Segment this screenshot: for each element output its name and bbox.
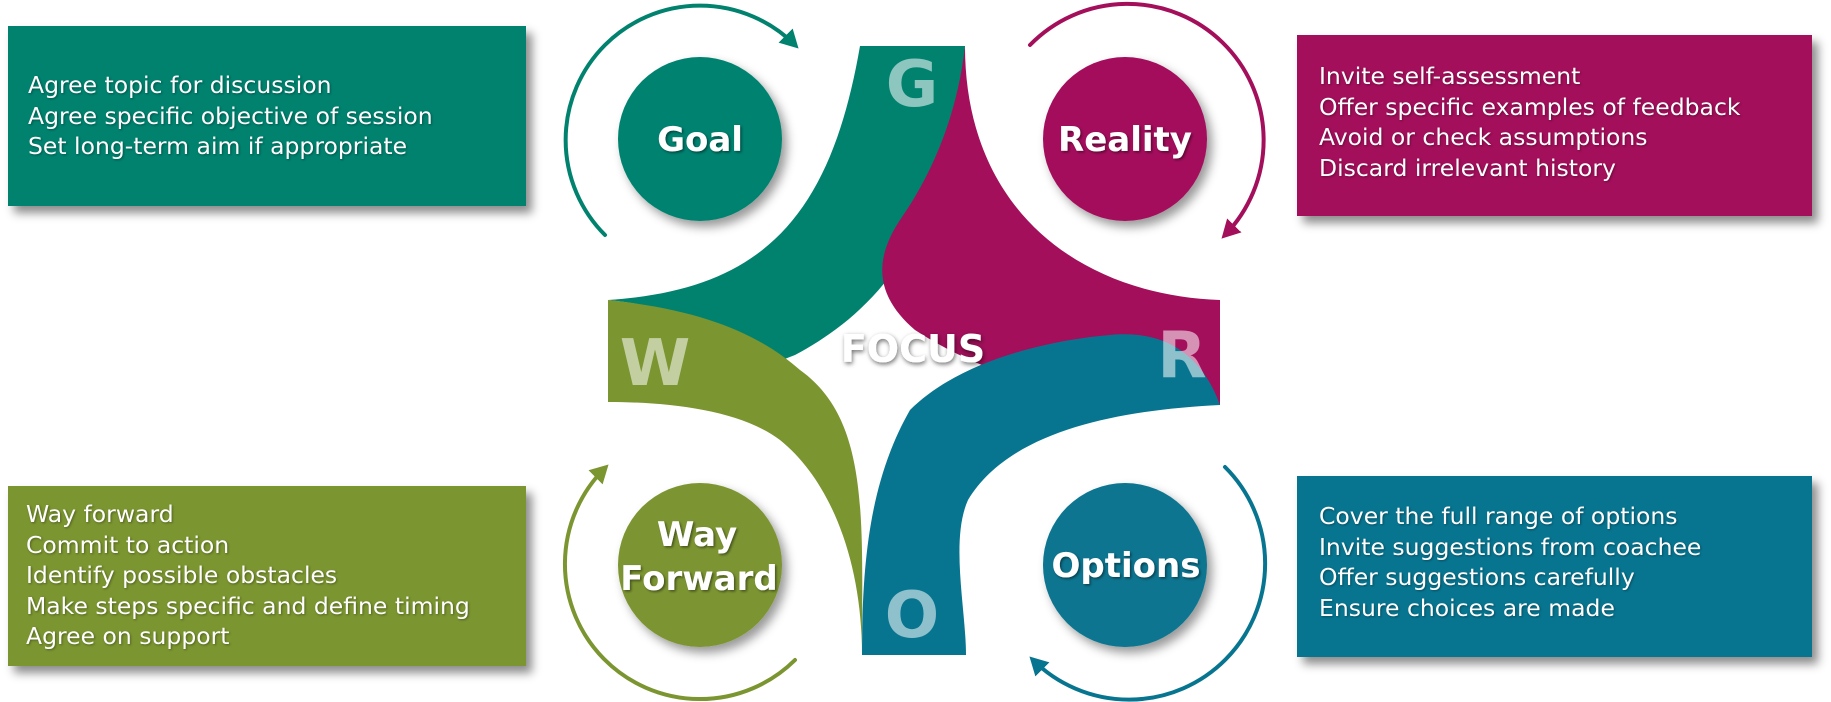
reality-line-1: Invite self-assessment [1319, 62, 1581, 90]
goal-band-shape [608, 46, 965, 380]
reality-line-4: Discard irrelevant history [1319, 153, 1616, 182]
goal-letter: G [886, 48, 939, 122]
goal-circle [618, 57, 782, 221]
reality-band-shape [882, 46, 1220, 405]
goal-line-2: Agree specific objective of session [28, 101, 433, 130]
reality-letter: R [1157, 319, 1206, 393]
goal-circle-label: Goal [657, 120, 743, 160]
options-line-3: Offer suggestions carefully [1319, 563, 1635, 591]
goal-line-3: Set long-term aim if appropriate [28, 132, 408, 160]
reality-circle-label: Reality [1058, 120, 1192, 160]
reality-circle [1043, 57, 1207, 221]
way-forward-line-4: Make steps specific and define timing [26, 591, 470, 620]
options-band-shape [862, 334, 1220, 655]
reality-description-box: Invite self-assessment Offer specific ex… [1297, 35, 1812, 216]
goal-line-1: Agree topic for discussion [28, 71, 332, 99]
options-circle [1043, 483, 1207, 647]
way-forward-line-1: Way forward [26, 500, 174, 528]
reality-line-2: Offer specific examples of feedback [1319, 92, 1741, 121]
way-forward-cycle-arrow [562, 464, 797, 702]
options-letter: O [885, 579, 939, 653]
options-circle-label: Options [1052, 546, 1201, 586]
way-forward-line-3: Identify possible obstacles [26, 561, 338, 589]
goal-cycle-arrow [563, 3, 799, 237]
way-forward-circle [618, 483, 782, 647]
way-forward-letter: W [620, 327, 691, 401]
options-line-1: Cover the full range of options [1319, 502, 1678, 530]
goal-description-box: Agree topic for discussion Agree specifi… [8, 26, 526, 206]
reality-line-3: Avoid or check assumptions [1319, 123, 1648, 151]
options-line-4: Ensure choices are made [1319, 593, 1615, 622]
way-forward-circle-label-line1: Way [657, 515, 737, 555]
way-forward-line-5: Agree on support [26, 622, 230, 650]
focus-label: FOCUS [841, 327, 985, 371]
way-forward-circle-label-line2: Forward [620, 559, 777, 599]
way-forward-band-shape [608, 300, 863, 655]
reality-cycle-arrow [1028, 1, 1266, 239]
way-forward-line-2: Commit to action [26, 530, 230, 559]
options-line-2: Invite suggestions from coachee [1319, 532, 1702, 561]
options-description-box: Cover the full range of options Invite s… [1297, 476, 1812, 657]
options-cycle-arrow [1029, 465, 1268, 702]
way-forward-description-box: Way forward Commit to action Identify po… [8, 486, 526, 666]
